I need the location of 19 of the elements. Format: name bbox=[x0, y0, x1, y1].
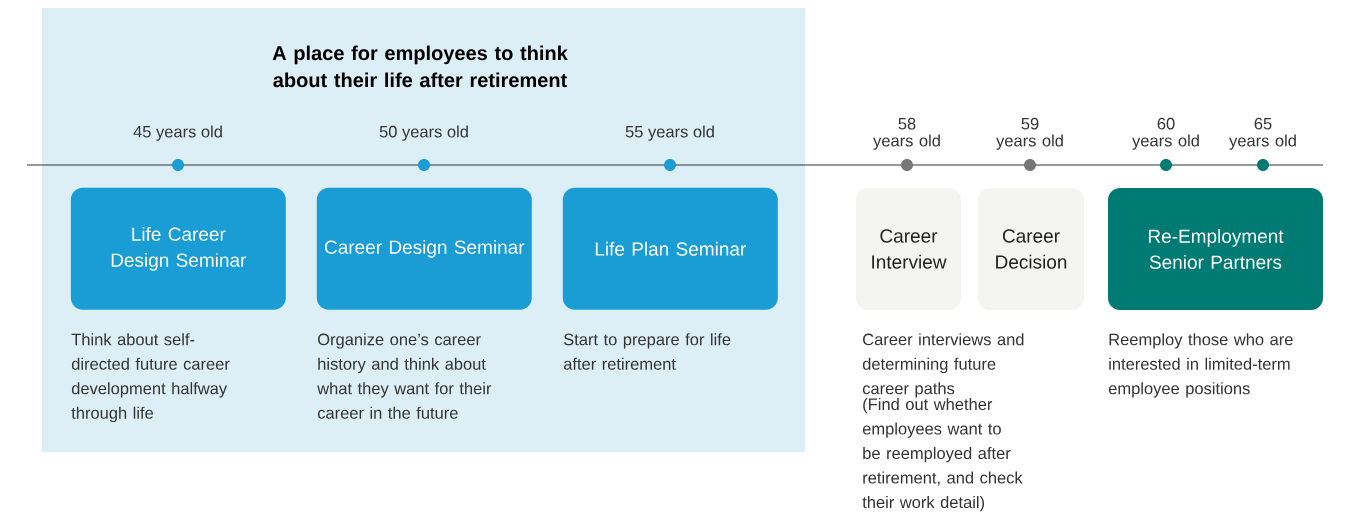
age-label: 55 years old bbox=[625, 125, 714, 141]
seminar-box: Career Design Seminar bbox=[316, 187, 532, 310]
age-label: 45 years old bbox=[133, 125, 222, 141]
description-text: Career interviews and determining future career paths bbox=[862, 333, 1024, 398]
stage-box: Re-Employment Senior Partners bbox=[1108, 188, 1323, 310]
description-text: Reemploy those who are interested in limited-term employee positions bbox=[1108, 333, 1293, 398]
seminar-box: Life Career Design Seminar bbox=[70, 187, 286, 310]
stage-box: Career Decision bbox=[978, 188, 1084, 310]
seminar-box: Life Plan Seminar bbox=[562, 187, 778, 310]
age-label: 60 years old bbox=[1132, 117, 1199, 150]
description-text: Organize one’s career history and think about what they want for their career in the future bbox=[317, 333, 492, 419]
age-label: 65 years old bbox=[1229, 117, 1296, 150]
age-label: 50 years old bbox=[379, 125, 468, 141]
age-label: 59 years old bbox=[996, 117, 1063, 150]
age-label: 58 years old bbox=[873, 117, 940, 150]
description-text: (Find out whether employees want to be reemployed after retirement, and check their work detail) bbox=[862, 398, 1023, 512]
description-text: Start to prepare for life after retirement bbox=[563, 333, 731, 370]
description-text: Think about self-directed future career development halfway through life bbox=[71, 333, 230, 423]
stage-box: Career Interview bbox=[856, 188, 961, 310]
